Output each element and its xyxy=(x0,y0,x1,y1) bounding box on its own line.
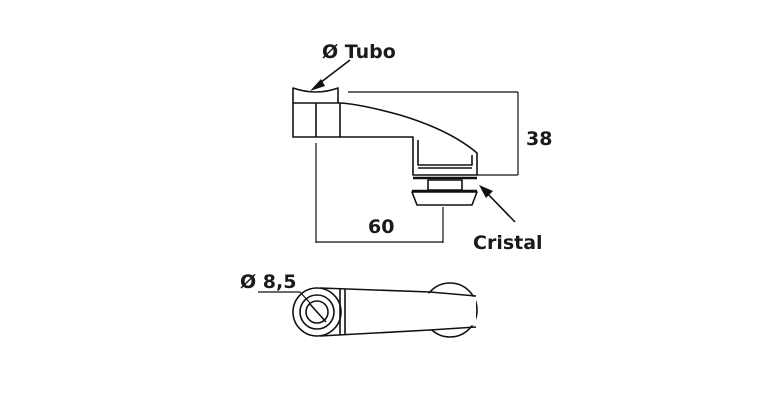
arrow-head-icon xyxy=(310,79,325,91)
hole-diameter-label: Ø 8,5 xyxy=(240,271,296,293)
leader-line xyxy=(299,291,311,304)
clamp-inner-slot xyxy=(417,140,473,166)
length-label: 60 xyxy=(368,216,394,238)
arm-top-view xyxy=(319,287,477,337)
dimension-height: 38 xyxy=(348,91,552,176)
glass-pad xyxy=(411,191,478,206)
arrow-line xyxy=(483,189,516,223)
mount-hole xyxy=(305,300,329,324)
mount-hole-outer xyxy=(292,287,342,337)
screw-slot xyxy=(308,302,327,323)
tube-saddle xyxy=(292,87,339,103)
glass-callout: Cristal xyxy=(473,185,543,254)
top-view: Ø 8,5 xyxy=(240,271,478,338)
height-label: 38 xyxy=(526,128,552,150)
arm-fill xyxy=(340,289,476,335)
tube-callout: Ø Tubo xyxy=(310,41,396,91)
dimension-length: 60 xyxy=(315,143,444,243)
glass-label: Cristal xyxy=(473,232,543,254)
side-view xyxy=(292,87,478,206)
arrow-head-icon xyxy=(479,185,493,198)
tube-label: Ø Tubo xyxy=(322,41,396,63)
glass-stem xyxy=(427,179,463,191)
mount-hole-ring xyxy=(299,294,335,330)
clamp-arm xyxy=(339,102,478,176)
